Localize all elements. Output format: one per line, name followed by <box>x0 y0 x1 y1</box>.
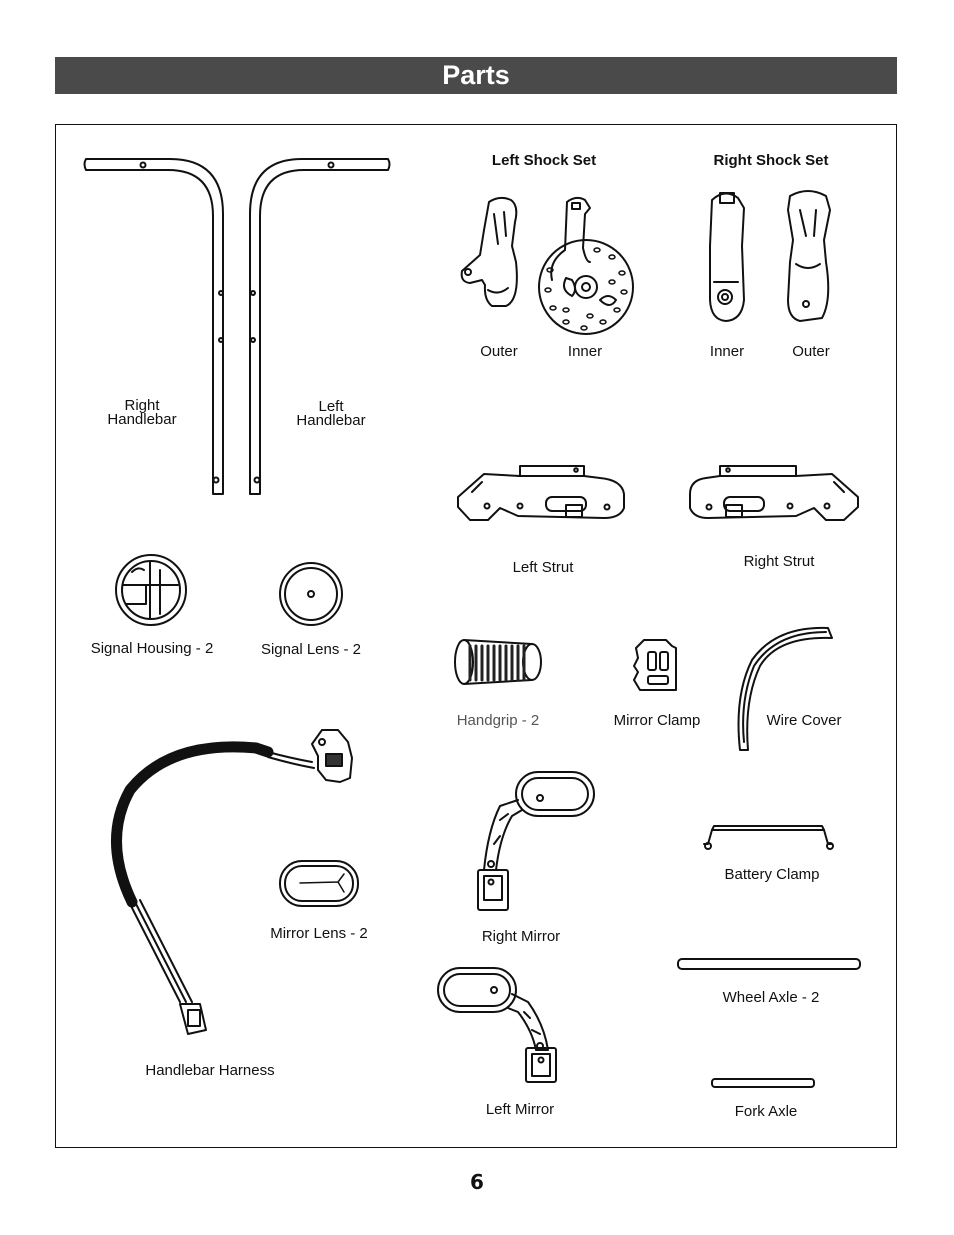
right-shock-set-title: Right Shock Set <box>713 152 829 169</box>
handgrip-label: Handgrip - 2 <box>456 712 540 729</box>
right-handlebar-label-line2: Handlebar <box>107 411 177 428</box>
page-number: 6 <box>470 1170 484 1194</box>
handlebar-harness-illustration <box>111 729 353 1035</box>
page-title: Parts <box>55 57 897 94</box>
signal-housing-label: Signal Housing - 2 <box>90 640 214 657</box>
right-mirror-illustration <box>477 771 595 911</box>
right-strut-label: Right Strut <box>743 553 815 570</box>
right-shock-inner-label: Inner <box>709 343 745 360</box>
handlebar-harness-label: Handlebar Harness <box>145 1062 275 1079</box>
left-mirror-label: Left Mirror <box>485 1101 555 1118</box>
left-strut-label: Left Strut <box>512 559 574 576</box>
parts-frame <box>55 124 897 1148</box>
left-handlebar-illustration <box>249 158 391 495</box>
left-strut-illustration <box>457 465 625 521</box>
left-handlebar-label-line2: Handlebar <box>296 412 366 429</box>
right-handlebar-illustration <box>83 158 224 495</box>
wheel-axle-label: Wheel Axle - 2 <box>722 989 820 1006</box>
mirror-clamp-illustration <box>633 639 677 691</box>
right-shock-outer-illustration <box>787 190 831 322</box>
mirror-lens-label: Mirror Lens - 2 <box>270 925 368 942</box>
right-mirror-label: Right Mirror <box>481 928 561 945</box>
mirror-lens-illustration <box>279 860 359 907</box>
wire-cover-illustration <box>737 626 833 751</box>
wire-cover-label: Wire Cover <box>766 712 842 729</box>
left-mirror-illustration <box>437 967 557 1083</box>
left-shock-outer-illustration <box>460 196 518 307</box>
handgrip-illustration <box>454 639 542 685</box>
fork-axle-illustration <box>711 1078 815 1088</box>
left-shock-inner-illustration <box>538 196 634 335</box>
signal-lens-illustration <box>279 562 343 626</box>
fork-axle-label: Fork Axle <box>734 1103 798 1120</box>
signal-lens-label: Signal Lens - 2 <box>260 641 362 658</box>
right-strut-illustration <box>689 465 859 521</box>
right-shock-inner-illustration <box>709 192 745 322</box>
signal-housing-illustration <box>115 554 187 626</box>
left-shock-inner-label: Inner <box>567 343 603 360</box>
left-shock-outer-label: Outer <box>480 343 518 360</box>
right-handlebar-label-line1: Right <box>124 397 160 414</box>
wheel-axle-illustration <box>677 958 861 970</box>
left-handlebar-label-line1: Left <box>318 398 344 415</box>
battery-clamp-label: Battery Clamp <box>724 866 820 883</box>
mirror-clamp-label: Mirror Clamp <box>613 712 701 729</box>
right-shock-outer-label: Outer <box>792 343 830 360</box>
battery-clamp-illustration <box>703 825 834 850</box>
left-shock-set-title: Left Shock Set <box>491 152 597 169</box>
